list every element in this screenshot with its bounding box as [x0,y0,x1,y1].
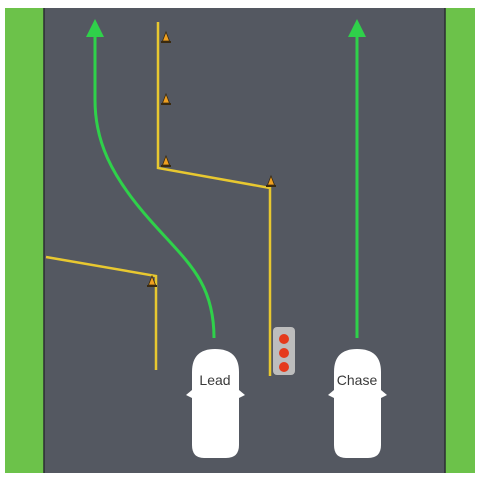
lead-car: Lead [186,349,245,458]
car-icon [334,349,381,458]
traffic-light-lamp [279,362,289,372]
traffic-light-lamp [279,334,289,344]
road-surface [44,8,445,473]
chase-car: Chase [328,349,387,458]
chase-car-label: Chase [337,372,378,388]
grass-left [5,8,44,473]
car-icon [192,349,239,458]
lead-car-label: Lead [199,372,230,388]
traffic-light-icon [273,327,295,375]
grass-right [445,8,475,473]
traffic-light-lamp [279,348,289,358]
